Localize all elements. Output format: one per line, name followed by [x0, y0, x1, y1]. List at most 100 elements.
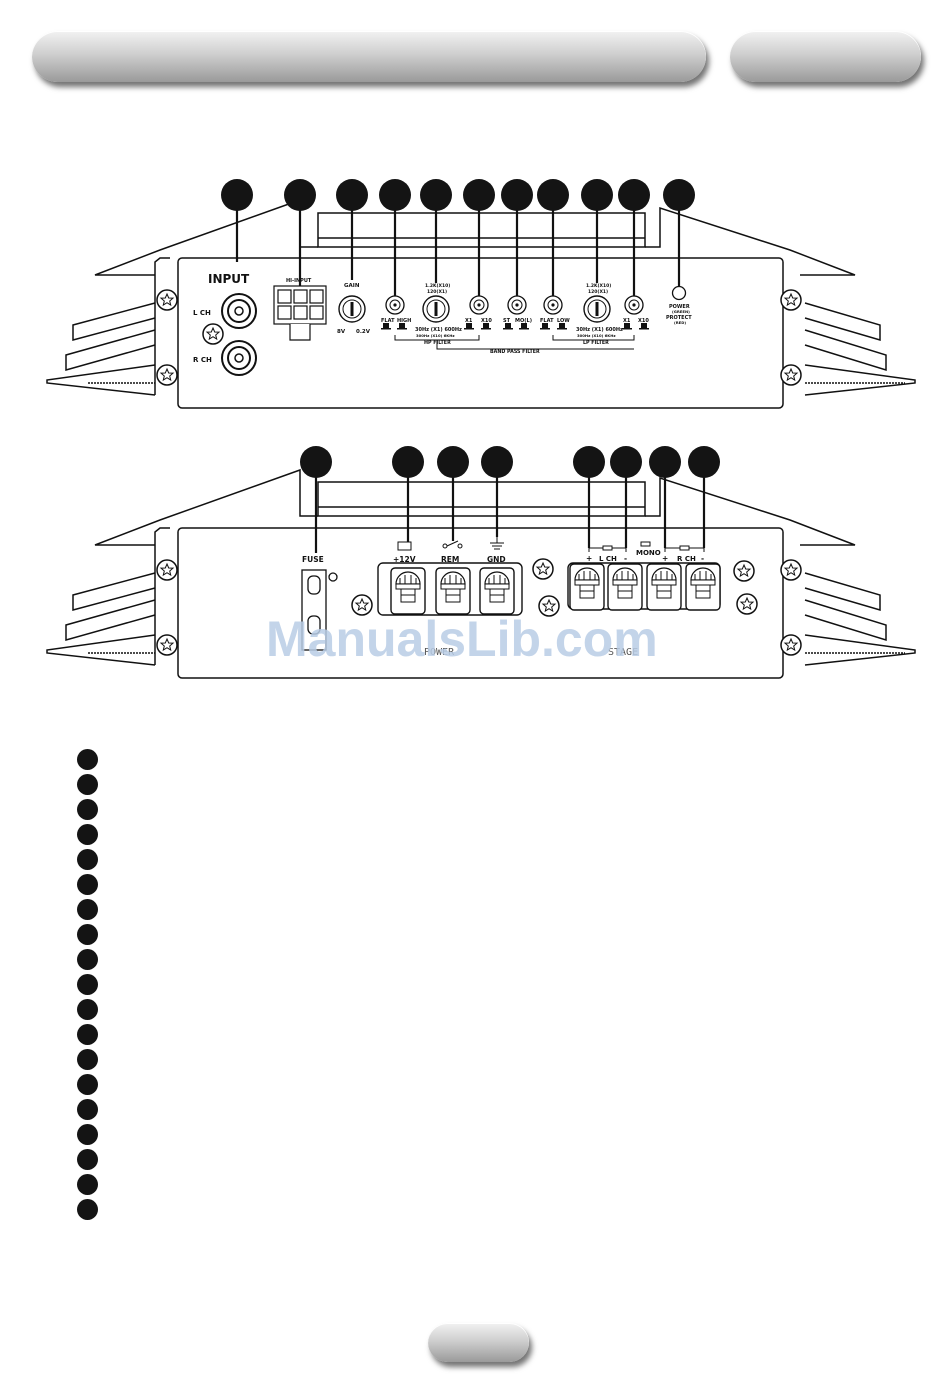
mono-label: MONO [636, 549, 661, 557]
screw-icon [156, 559, 178, 581]
gnd-label: GND [487, 555, 506, 564]
list-marker [77, 1174, 98, 1195]
lch-label: L CH [193, 309, 211, 317]
lp-range-label-2: 300Hz (X10) 6KHz [577, 333, 616, 338]
list-marker [77, 774, 98, 795]
hp-x10-label: X10 [481, 318, 492, 324]
callout-marker [501, 179, 533, 211]
hp-range-label: 30Hz (X1) 600Hz [415, 327, 462, 333]
list-marker [77, 1024, 98, 1045]
list-marker [77, 824, 98, 845]
hi-input-connector [273, 285, 327, 341]
battery-icon [397, 541, 412, 551]
callout-marker [581, 179, 613, 211]
gain-knob-icon [338, 295, 366, 323]
power-label: POWER [669, 304, 690, 310]
list-marker [77, 849, 98, 870]
power-color-label: (GREEN) [672, 309, 690, 314]
callout-marker [392, 446, 424, 478]
list-marker [77, 1124, 98, 1145]
list-marker [77, 799, 98, 820]
fuse-label: FUSE [302, 555, 324, 564]
hp-knob-label-2: 120(X1) [427, 289, 447, 295]
hp-multiplier-pot-icon [469, 295, 489, 315]
callout-marker [573, 446, 605, 478]
power-panel-text: POWER [424, 647, 455, 658]
stage-panel-text: STAGE [608, 647, 638, 658]
lp-pot-icon [543, 295, 563, 315]
list-marker [77, 949, 98, 970]
page-number-badge [428, 1323, 529, 1362]
rch-plus-label: + [662, 554, 668, 563]
terminal-icon [646, 563, 682, 611]
screw-icon [202, 323, 224, 345]
callout-marker [379, 179, 411, 211]
lp-x1-label: X1 [623, 318, 631, 324]
rch-label: R CH [193, 356, 212, 364]
terminal-icon [390, 567, 426, 615]
terminal-icon [569, 563, 605, 611]
list-marker [77, 1049, 98, 1070]
list-marker [77, 999, 98, 1020]
list-marker [77, 1149, 98, 1170]
rem-label: REM [441, 555, 459, 564]
ground-icon [490, 537, 504, 550]
screw-icon [780, 289, 802, 311]
lp-range-label: 30Hz (X1) 600Hz [576, 327, 623, 333]
list-marker [77, 1199, 98, 1220]
hp-x1-label: X1 [465, 318, 473, 324]
watermark-text: ManualsLib.com [266, 611, 658, 667]
lp-filter-label: LP FILTER [583, 340, 609, 346]
terminal-icon [435, 567, 471, 615]
callout-marker [420, 179, 452, 211]
screw-icon [780, 559, 802, 581]
screw-icon [156, 634, 178, 656]
gain-max-label: 0.2V [356, 329, 371, 335]
hp-frequency-knob-icon [422, 295, 450, 323]
speaker-brackets [588, 541, 705, 552]
top-amplifier-panel [46, 198, 916, 409]
screw-icon [156, 364, 178, 386]
callout-marker [649, 446, 681, 478]
lch-plus-label: + [586, 554, 592, 563]
list-marker [77, 1099, 98, 1120]
lp-flat-label: FLAT [540, 318, 554, 324]
bottom-amplifier-panel [46, 468, 916, 679]
switch-symbol-icon [442, 540, 463, 549]
callout-marker [221, 179, 253, 211]
callout-marker [300, 446, 332, 478]
lp-multiplier-pot-icon [624, 295, 644, 315]
callout-marker [663, 179, 695, 211]
list-marker [77, 974, 98, 995]
screw-icon [780, 364, 802, 386]
hp-pot-icon [385, 295, 405, 315]
st-label: ST [503, 318, 511, 324]
callout-marker [284, 179, 316, 211]
screw-icon [733, 560, 755, 582]
lp-low-label: LOW [557, 318, 570, 324]
header-bar [32, 31, 706, 82]
hp-knob-label-1: 1.2K(X10) [425, 283, 450, 289]
list-marker [77, 924, 98, 945]
protect-label: PROTECT [666, 315, 692, 321]
hp-range-label-2: 300Hz (X10) 6KHz [416, 333, 455, 338]
callout-marker [336, 179, 368, 211]
speaker-rch-label: R CH [677, 555, 696, 563]
screw-icon [532, 558, 554, 580]
callout-marker [618, 179, 650, 211]
lp-x10-label: X10 [638, 318, 649, 324]
power-terminal-block [377, 562, 523, 616]
lch-minus-label: - [624, 554, 627, 563]
callout-marker [537, 179, 569, 211]
terminal-icon [479, 567, 515, 615]
gain-min-label: 8V [337, 329, 346, 335]
lch-rca-jack [221, 293, 257, 329]
rch-rca-jack [221, 340, 257, 376]
plus12v-label: +12V [393, 555, 416, 564]
lp-knob-label-2: 120(X1) [588, 289, 608, 295]
speaker-lch-label: L CH [599, 555, 617, 563]
fuse-holder [301, 569, 338, 651]
hp-filter-label: HP FILTER [424, 340, 451, 346]
callout-marker [463, 179, 495, 211]
